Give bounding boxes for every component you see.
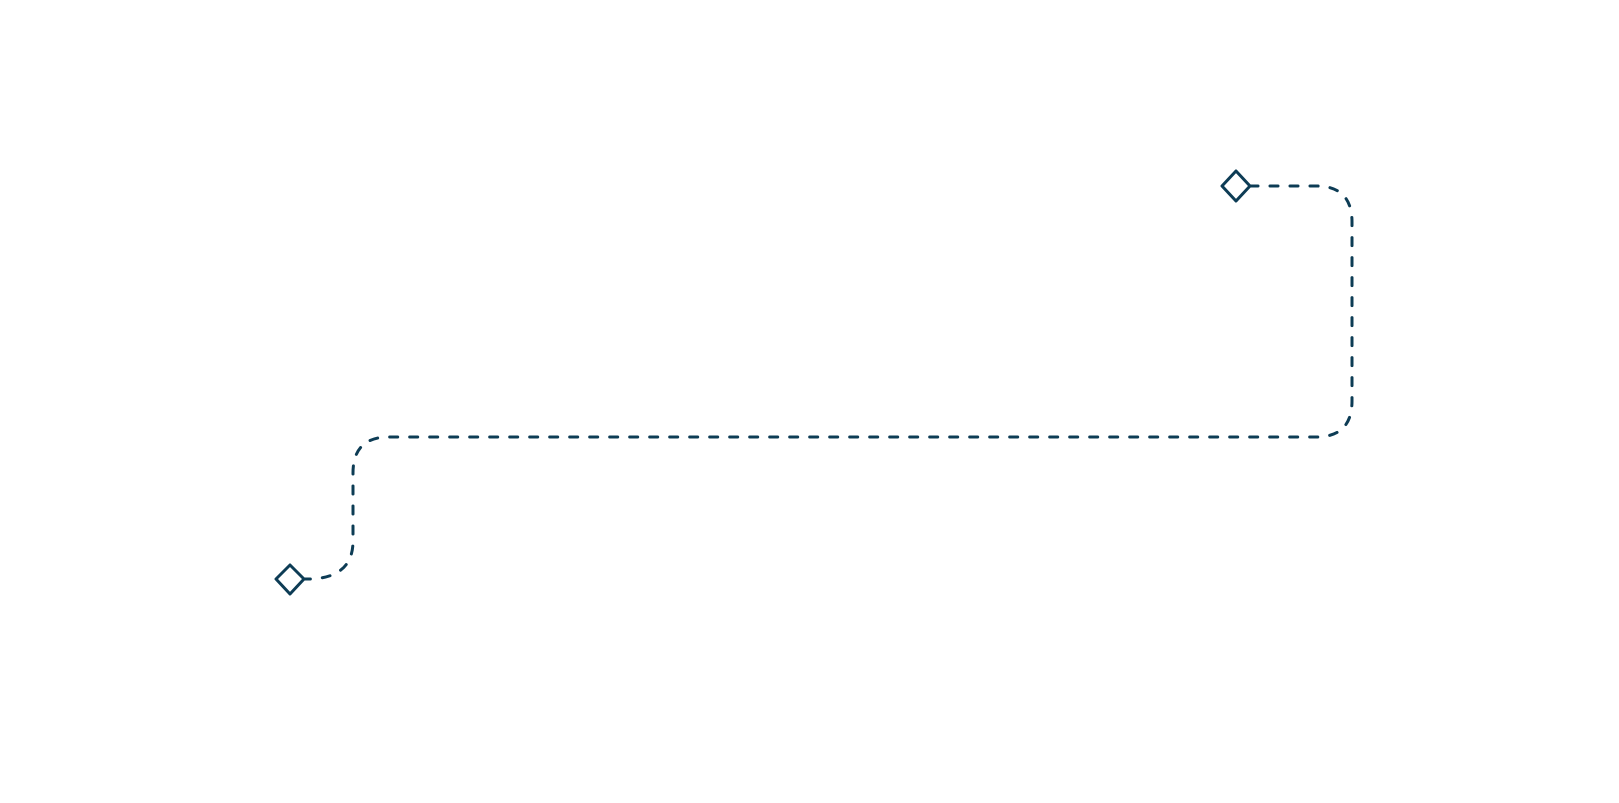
diamond-endpoint-marker-top[interactable]	[1220, 169, 1252, 203]
diamond-endpoint-marker-bottom[interactable]	[274, 563, 306, 596]
dashed-connector-line[interactable]	[300, 184, 1354, 581]
